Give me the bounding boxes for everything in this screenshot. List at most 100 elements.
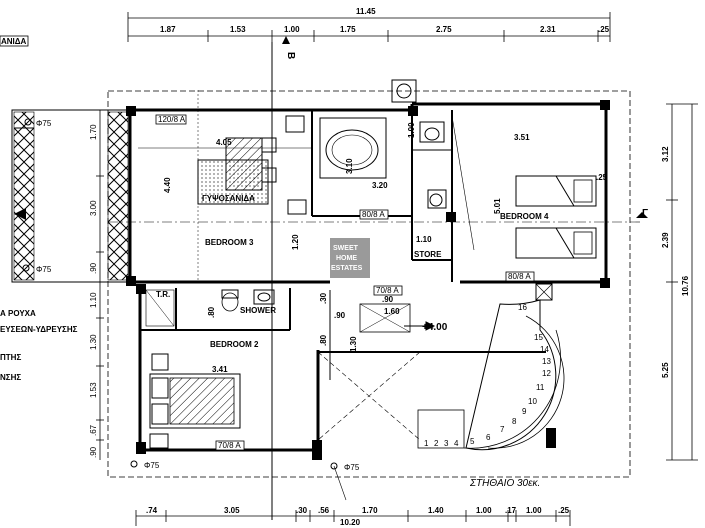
svg-text:SWEET: SWEET (333, 245, 359, 252)
svg-text:HOME: HOME (336, 255, 357, 262)
stair-hall (317, 283, 565, 451)
svg-text:15: 15 (534, 333, 543, 342)
bottom-dim-2: 3.05 (224, 506, 240, 515)
column-note-1: Φ75 (36, 119, 52, 128)
bottom-total-dim: 10.20 (340, 518, 361, 527)
bedroom4-dim: 3.51 (514, 133, 530, 142)
door-tag-top-text: 120/8 A (158, 115, 186, 124)
store-label: STORE (414, 250, 442, 259)
svg-text:14: 14 (540, 345, 549, 354)
svg-text:2: 2 (434, 439, 439, 448)
bottom-dim-4: .56 (318, 506, 330, 515)
left-dim-8: .90 (89, 446, 98, 458)
top-dim-5: 2.75 (436, 25, 452, 34)
bottom-dim-10: .25 (558, 506, 570, 515)
bedroom4 (451, 115, 597, 259)
bedroom4-label: BEDROOM 4 (500, 212, 549, 221)
bottom-dimension-chain (135, 510, 571, 526)
legend-box (0, 35, 29, 47)
right-total-dim: 10.76 (681, 275, 690, 296)
left-dim-7: .67 (89, 424, 98, 436)
bedroom3-dim: 4.05 (216, 138, 232, 147)
column-note-2: Φ75 (36, 265, 52, 274)
left-dimension-chain (96, 109, 104, 460)
bath-dim-3: 1.00 (407, 122, 416, 138)
legend-line-2: ΕΥΣΕΩΝ-ΥΔΡΕΥΣΗΣ (0, 325, 78, 334)
svg-text:9: 9 (522, 407, 527, 416)
section-arrow-b (282, 36, 290, 44)
bedroom2 (145, 289, 275, 449)
landing-dim-1: .90 (382, 295, 394, 304)
left-dim-1: 1.70 (89, 124, 98, 140)
bottom-dim-6: 1.40 (428, 506, 444, 515)
legend-title: ΑΝΙΔΑ (1, 37, 27, 46)
bathroom (319, 79, 447, 209)
shower-label: SHOWER (240, 306, 276, 315)
left-dim-6: 1.53 (89, 382, 98, 398)
door-tag-b4-text: 80/8 A (508, 272, 531, 281)
svg-text:16: 16 (518, 303, 527, 312)
bottom-dim-3: .30 (296, 506, 308, 515)
right-dimension-chain (666, 103, 698, 461)
right-dim-3: 5.25 (661, 362, 670, 378)
right-dim-2: 2.39 (661, 232, 670, 248)
column-icon-3 (130, 460, 138, 468)
legend-line-1: Α ΡΟΥΧΑ (0, 309, 36, 318)
svg-text:13: 13 (542, 357, 551, 366)
bedroom2-small-dim: .80 (207, 306, 216, 318)
door-tag-b2 (215, 440, 245, 451)
top-dim-1: 1.87 (160, 25, 176, 34)
left-dim-4: 1.10 (89, 292, 98, 308)
svg-text:11: 11 (536, 383, 545, 392)
svg-text:ESTATES: ESTATES (331, 265, 363, 272)
column-icon-1 (24, 118, 32, 126)
top-total-dim: 11.45 (356, 7, 376, 16)
door-tag-b2-text: 70/8 A (218, 441, 241, 450)
level-mark: +4.00 (422, 322, 448, 333)
plot-boundary (107, 90, 631, 478)
landing-dim-4: .80 (319, 334, 328, 346)
landing-dim-5: 1.30 (349, 336, 358, 352)
section-mark-g: Γ (642, 208, 648, 219)
svg-text:5: 5 (470, 437, 475, 446)
bottom-dim-8: .17 (505, 506, 517, 515)
bedroom3-door-dim: 1.20 (291, 234, 300, 250)
svg-text:10: 10 (528, 397, 537, 406)
gypsosanida-label: ΓΥΨΟΣΑΝΙΔΑ (202, 194, 255, 203)
bedroom3-label: BEDROOM 3 (205, 238, 254, 247)
svg-text:7: 7 (500, 425, 505, 434)
svg-text:1: 1 (424, 439, 429, 448)
bath-dim-2: 3.20 (372, 181, 388, 190)
bedroom4-depth: 5.01 (493, 198, 502, 214)
legend-line-3: ΠΤΗΣ (0, 353, 21, 362)
left-dim-2: 3.00 (89, 200, 98, 216)
structural-columns (126, 100, 610, 460)
svg-text:6: 6 (486, 433, 491, 442)
left-dim-3: .90 (89, 262, 98, 274)
door-tag-b4 (505, 271, 535, 282)
svg-text:12: 12 (542, 369, 551, 378)
bath-dim-1: 3.10 (345, 158, 354, 174)
bedroom2-dim: 3.41 (212, 365, 228, 374)
right-dim-1: 3.12 (661, 146, 670, 162)
legend-line-4: ΝΣΗΣ (0, 373, 21, 382)
top-dim-4: 1.75 (340, 25, 356, 34)
bedroom3 (138, 90, 312, 282)
landing-dim-3: .90 (334, 311, 346, 320)
column-icon-2 (22, 264, 30, 272)
stair-steps: 1 2 3 4 5 6 7 8 9 10 11 12 13 14 15 16 (424, 303, 551, 448)
bottom-dim-7: 1.00 (476, 506, 492, 515)
bottom-dim-1: .74 (146, 506, 158, 515)
bedroom4-small-dim: .25 (596, 173, 608, 182)
section-arrow-g (636, 212, 648, 218)
column-note-3: Φ75 (144, 461, 160, 470)
column-icon-4 (330, 462, 338, 470)
stair-parapet-label: ΣΤΗΘΑΙΟ 30εκ. (469, 478, 540, 489)
svg-text:4: 4 (454, 439, 459, 448)
door-tag-bath (359, 209, 389, 220)
top-dim-7: .25 (598, 25, 610, 34)
landing-dim-6: .30 (319, 292, 328, 304)
top-dim-2: 1.53 (230, 25, 246, 34)
